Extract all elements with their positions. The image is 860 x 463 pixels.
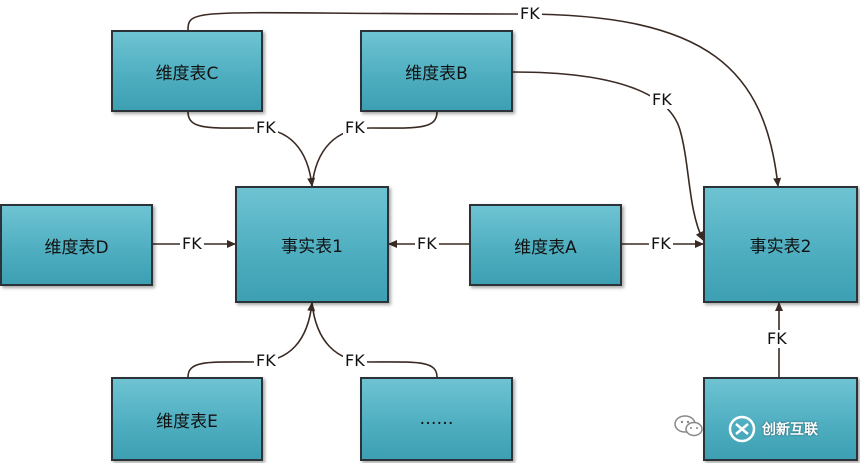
fk-label-bottom-to-fact2: FK xyxy=(765,329,789,348)
fk-label-c-to-fact1: FK xyxy=(254,118,278,137)
fact-table-1: 事实表1 xyxy=(235,186,389,303)
fk-label-e-to-fact1: FK xyxy=(254,351,278,370)
fk-label-a-to-fact2: FK xyxy=(649,234,673,253)
dim-table-bottom-right xyxy=(703,377,858,461)
dim-table-d: 维度表D xyxy=(0,204,153,286)
edge-b-to-fact1 xyxy=(311,111,438,187)
wechat-icon xyxy=(674,415,703,437)
chuangxin-logo xyxy=(728,415,756,443)
edge-ellipsis-to-fact1 xyxy=(311,302,438,378)
fk-label-a-to-fact1: FK xyxy=(415,234,439,253)
watermark-text: 创新互联 xyxy=(762,422,818,438)
fk-label-ellipsis-to-fact1: FK xyxy=(343,351,367,370)
edge-c-to-fact1 xyxy=(187,111,316,187)
fk-label-d-to-fact1: FK xyxy=(180,234,204,253)
dim-table-ellipsis: …… xyxy=(360,377,513,461)
fact-table-2: 事实表2 xyxy=(703,186,858,303)
dim-table-a: 维度表A xyxy=(469,204,622,286)
watermark: 创新互联 xyxy=(728,415,818,443)
edge-e-to-fact1 xyxy=(187,302,316,378)
fk-label-b-to-fact1: FK xyxy=(343,118,367,137)
fk-label-b-to-fact2: FK xyxy=(650,90,674,109)
dim-table-c: 维度表C xyxy=(111,30,263,112)
dim-table-b: 维度表B xyxy=(360,30,513,112)
dim-table-e: 维度表E xyxy=(111,377,263,461)
fk-label-c-to-fact2: FK xyxy=(518,4,542,23)
edge-b-to-fact2 xyxy=(512,71,704,241)
